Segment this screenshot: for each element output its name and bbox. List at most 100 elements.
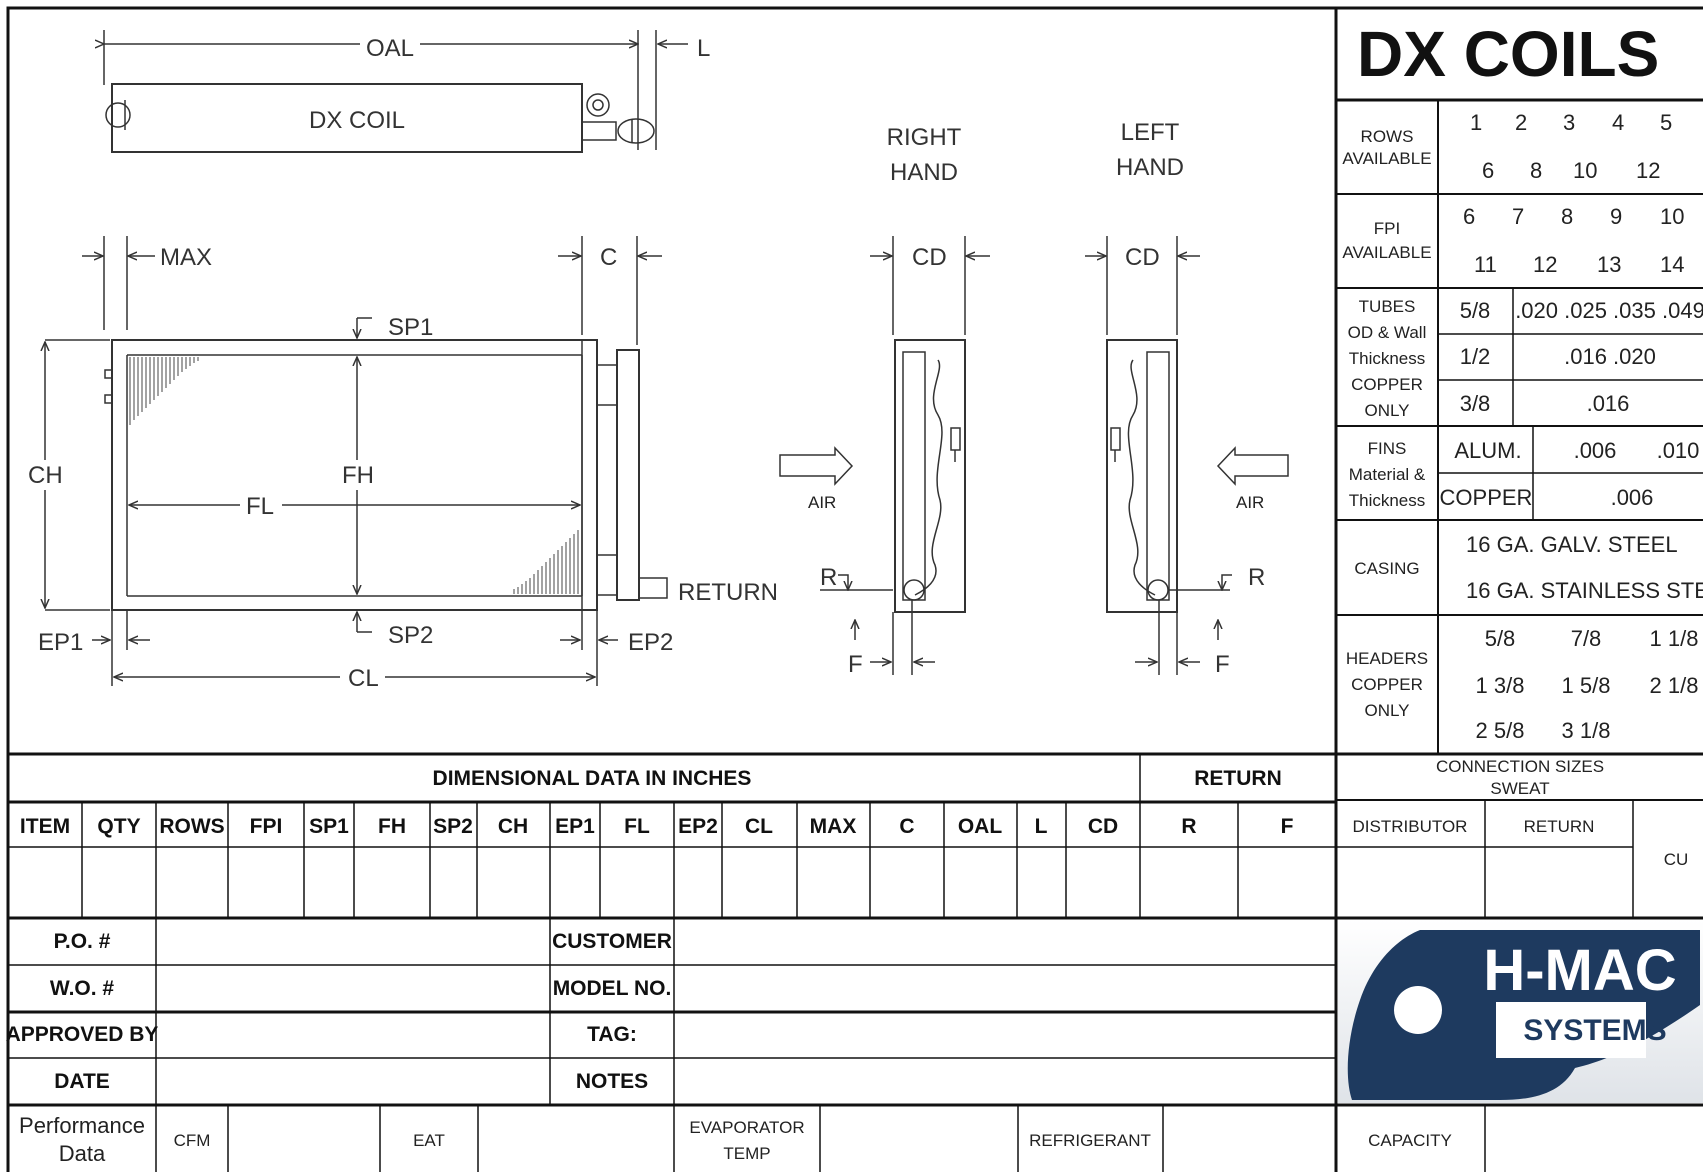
- fins-label-line: FINS: [1368, 439, 1407, 458]
- fpi-value: 10: [1660, 204, 1684, 229]
- label-max: MAX: [160, 244, 212, 271]
- table-cell[interactable]: [600, 847, 674, 918]
- header-size: 1 5/8: [1562, 673, 1611, 698]
- wo-field[interactable]: [158, 967, 548, 1010]
- eat-label: EAT: [413, 1131, 445, 1150]
- front-view: [45, 236, 668, 686]
- tag-field[interactable]: [676, 1014, 1334, 1056]
- customer-field[interactable]: [676, 920, 1334, 963]
- distributor-field[interactable]: [1338, 849, 1483, 916]
- column-header: EP1: [555, 815, 595, 838]
- dim-table-data-row[interactable]: [8, 847, 1336, 918]
- table-cell[interactable]: [304, 847, 354, 918]
- fin-thickness: .010: [1657, 438, 1700, 463]
- tube-od: 5/8: [1460, 298, 1491, 323]
- label-right-hand-2: HAND: [890, 159, 958, 186]
- table-cell[interactable]: [1017, 847, 1066, 918]
- rows-value: 5: [1660, 110, 1672, 135]
- tubes-label-line: COPPER: [1351, 375, 1423, 394]
- label-fl: FL: [246, 493, 274, 520]
- return-title: RETURN: [1194, 767, 1282, 790]
- eat-field[interactable]: [480, 1107, 672, 1172]
- table-cell[interactable]: [944, 847, 1017, 918]
- tubes-label-line: OD & Wall: [1348, 323, 1427, 342]
- top-view: [104, 30, 688, 153]
- column-header: L: [1035, 815, 1048, 838]
- h-mac-logo: H-MAC SYSTEMS: [1338, 920, 1703, 1103]
- capacity-field[interactable]: [1487, 1107, 1703, 1172]
- rows-value: 2: [1515, 110, 1527, 135]
- label-f-left: F: [1215, 651, 1230, 678]
- label-return: RETURN: [678, 579, 778, 606]
- fin-hatching: [129, 357, 579, 594]
- label-fh: FH: [342, 462, 374, 489]
- column-header: EP2: [678, 815, 718, 838]
- tube-walls: .020 .025 .035 .049: [1515, 298, 1703, 323]
- label-ep2: EP2: [628, 629, 673, 656]
- column-header: ITEM: [20, 815, 70, 838]
- fin-thickness: .006: [1611, 485, 1654, 510]
- column-header: SP1: [309, 815, 349, 838]
- headers-label-line: ONLY: [1364, 701, 1409, 720]
- tubes-label: TUBES OD & Wall Thickness COPPER ONLY: [1348, 297, 1427, 420]
- header-size: 1 1/8: [1650, 626, 1699, 651]
- label-left-hand-1: LEFT: [1121, 119, 1180, 146]
- fins-label: FINS Material & Thickness: [1349, 439, 1426, 510]
- title: DX COILS: [1357, 18, 1659, 90]
- label-sp2: SP2: [388, 622, 433, 649]
- table-cell[interactable]: [228, 847, 304, 918]
- label-left-hand-2: HAND: [1116, 154, 1184, 181]
- table-cell[interactable]: [870, 847, 944, 918]
- table-cell[interactable]: [674, 847, 722, 918]
- label-cd-right: CD: [912, 244, 947, 271]
- fpi-value: 6: [1463, 204, 1475, 229]
- table-cell[interactable]: [1140, 847, 1238, 918]
- conn-col-distributor: DISTRIBUTOR: [1353, 817, 1468, 836]
- performance-label-2: Data: [59, 1141, 106, 1166]
- conn-col-cu: CU: [1664, 850, 1689, 869]
- rows-label-1: ROWS: [1361, 127, 1414, 146]
- column-header: ROWS: [159, 815, 224, 838]
- cfm-field[interactable]: [230, 1107, 378, 1172]
- rows-value: 1: [1470, 110, 1482, 135]
- left-hand-view: [1085, 236, 1289, 675]
- header-size: 2 5/8: [1476, 718, 1525, 743]
- notes-field[interactable]: [676, 1060, 1334, 1103]
- table-cell[interactable]: [156, 847, 228, 918]
- column-header: SP2: [433, 815, 473, 838]
- table-cell[interactable]: [354, 847, 430, 918]
- po-field[interactable]: [158, 920, 548, 963]
- table-cell[interactable]: [1238, 847, 1336, 918]
- logo-sub: SYSTEMS: [1523, 1014, 1666, 1047]
- casing-option: 16 GA. STAINLESS STEEL: [1466, 578, 1703, 603]
- approved-by-field[interactable]: [158, 1014, 548, 1056]
- table-cell[interactable]: [550, 847, 600, 918]
- table-cell[interactable]: [8, 847, 82, 918]
- conn-title-2: SWEAT: [1490, 779, 1549, 798]
- refrigerant-label: REFRIGERANT: [1029, 1131, 1151, 1150]
- table-cell[interactable]: [722, 847, 797, 918]
- column-header: F: [1281, 815, 1294, 838]
- table-cell[interactable]: [477, 847, 550, 918]
- model-label: MODEL NO.: [553, 977, 672, 1000]
- date-field[interactable]: [158, 1060, 548, 1103]
- fpi-value: 13: [1597, 252, 1621, 277]
- evap-temp-field[interactable]: [822, 1107, 1016, 1172]
- tube-walls: .016: [1587, 391, 1630, 416]
- header-size: 5/8: [1485, 626, 1516, 651]
- return-field[interactable]: [1487, 849, 1631, 916]
- fpi-value: 14: [1660, 252, 1684, 277]
- model-field[interactable]: [676, 967, 1334, 1010]
- column-header: FH: [378, 815, 406, 838]
- refrigerant-field[interactable]: [1165, 1107, 1334, 1172]
- table-cell[interactable]: [797, 847, 870, 918]
- table-cell[interactable]: [430, 847, 477, 918]
- label-l: L: [697, 35, 710, 62]
- table-cell[interactable]: [1066, 847, 1140, 918]
- notes-label: NOTES: [576, 1070, 648, 1093]
- dim-table-headers: ITEM QTY ROWS FPI SP1 FH SP2 CH EP1 FL E…: [20, 815, 1294, 838]
- label-right-hand-1: RIGHT: [887, 124, 962, 151]
- conn-title-1: CONNECTION SIZES: [1436, 757, 1604, 776]
- table-cell[interactable]: [82, 847, 156, 918]
